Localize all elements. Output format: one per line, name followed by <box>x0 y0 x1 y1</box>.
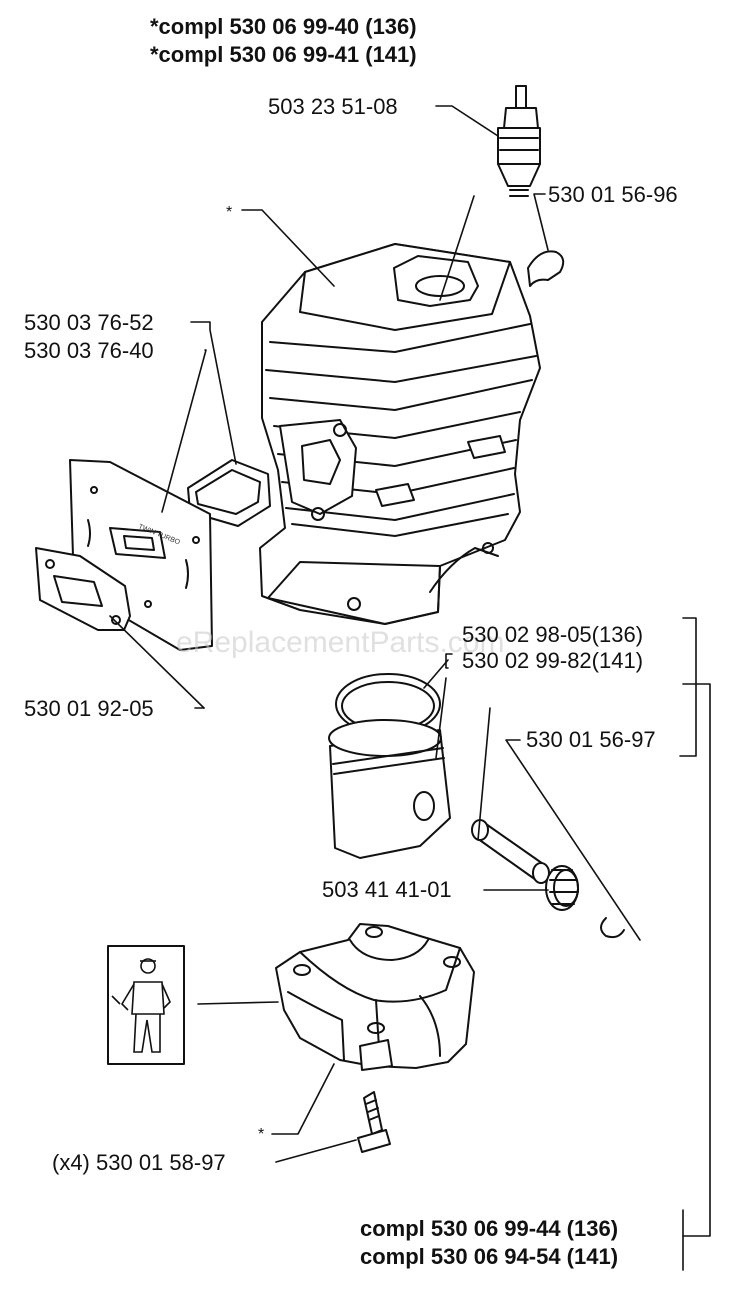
mechanic-icon <box>111 958 171 1053</box>
mechanic-icon-frame <box>107 945 185 1065</box>
label-clip: 530 01 56-96 <box>548 182 678 207</box>
header-line-1: *compl 530 06 99-40 (136) <box>150 14 417 39</box>
label-gasket-a: 530 03 76-52 <box>24 310 154 335</box>
marker-cylinder-star: * <box>226 204 233 221</box>
spark-plug-drawing <box>497 85 541 197</box>
header-line-2: *compl 530 06 99-41 (141) <box>150 42 417 67</box>
cylinder-drawing <box>259 243 541 625</box>
label-gasket-b: 530 03 76-40 <box>24 338 154 363</box>
crankcase-drawing <box>275 923 475 1071</box>
leader-lines <box>109 105 711 1271</box>
watermark: eReplacementParts.com <box>176 626 505 659</box>
clip-drawing <box>527 250 565 287</box>
label-circlip: 530 01 56-97 <box>526 727 656 752</box>
label-screw: (x4) 530 01 58-97 <box>52 1150 226 1175</box>
footer-line-1: compl 530 06 99-44 (136) <box>360 1216 619 1241</box>
screw-drawing <box>357 1091 391 1153</box>
label-muffler-gasket: 530 01 92-05 <box>24 696 154 721</box>
label-piston-141: 530 02 99-82(141) <box>462 648 644 673</box>
label-bearing: 503 41 41-01 <box>322 877 452 902</box>
piston-drawing <box>328 719 451 859</box>
muffler-gasket-drawing <box>35 547 131 631</box>
footer-line-2: compl 530 06 94-54 (141) <box>360 1244 619 1269</box>
label-piston-136: 530 02 98-05(136) <box>462 622 644 647</box>
circlip-drawing <box>600 917 625 939</box>
label-spark-plug: 503 23 51-08 <box>268 94 398 119</box>
needle-bearing-drawing <box>545 865 579 911</box>
marker-crankcase-star: * <box>258 1126 265 1143</box>
piston-pin-drawing <box>471 819 550 884</box>
